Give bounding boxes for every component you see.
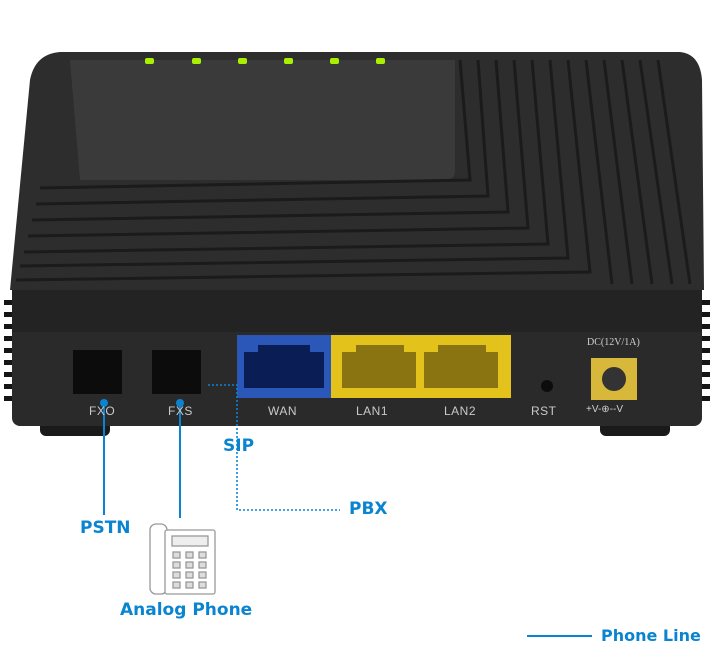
sip-pbx-line [208, 384, 340, 511]
polarity-label: +V-⊕--V [586, 404, 623, 415]
wan-port [244, 345, 324, 388]
led-indicators [145, 58, 385, 64]
legend-phone-line: Phone Line [601, 626, 701, 645]
pstn-label: PSTN [80, 518, 131, 538]
port-label-fxo: FXO [89, 404, 116, 418]
port-label-fxs: FXS [168, 404, 193, 418]
port-label-lan1: LAN1 [356, 404, 389, 418]
port-label-wan: WAN [268, 404, 298, 418]
port-label-lan2: LAN2 [444, 404, 477, 418]
port-label-rst: RST [531, 404, 557, 418]
power-jack [602, 367, 626, 391]
fxs-port [152, 350, 201, 394]
pbx-label: PBX [349, 499, 388, 519]
analog-phone-label: Analog Phone [120, 600, 253, 620]
lan2-port [424, 345, 498, 388]
sip-label: SIP [223, 436, 255, 456]
fxo-port [73, 350, 122, 394]
analog-phone-icon [149, 523, 216, 595]
reset-button [541, 380, 553, 392]
lan1-port [342, 345, 416, 388]
power-rating-label: DC(12V/1A) [587, 337, 640, 348]
